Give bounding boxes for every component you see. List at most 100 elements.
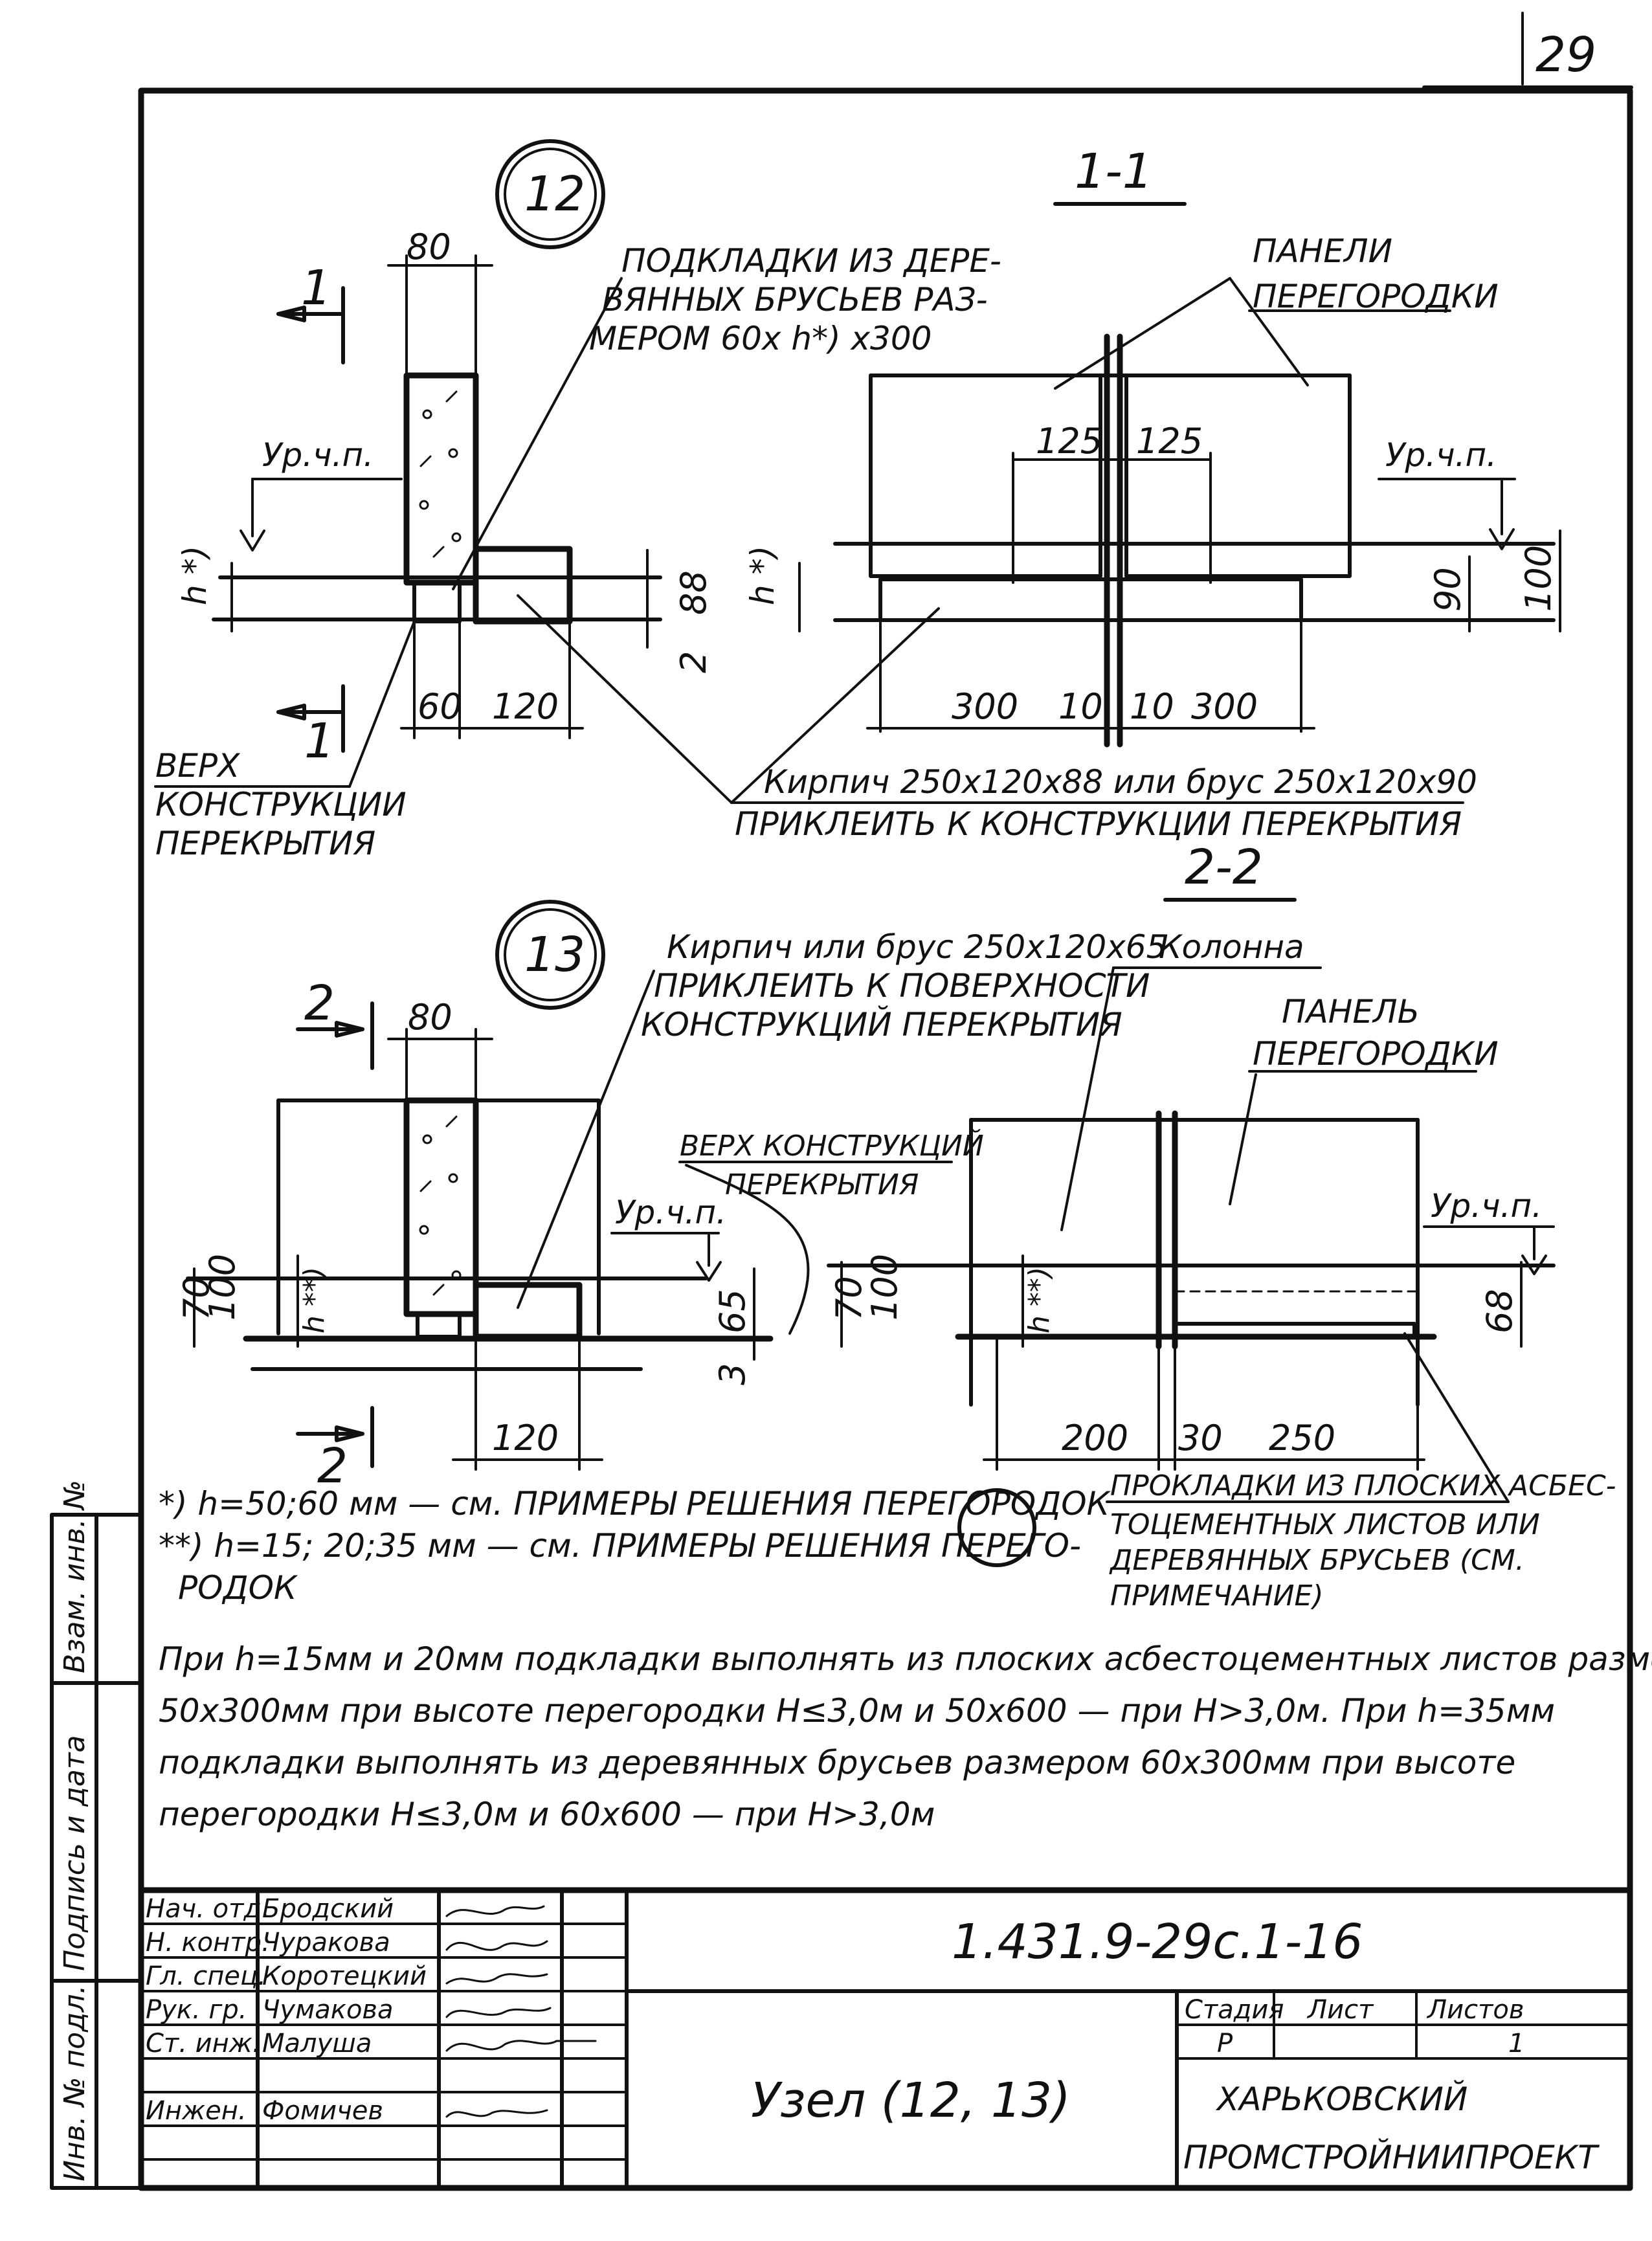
- section-1-1-dim-100: 100: [1518, 545, 1559, 612]
- tb-name-3: Коротецкий: [262, 1961, 427, 1991]
- node-13-dim-100: 100: [202, 1254, 243, 1321]
- node-13-brick: [473, 1282, 583, 1340]
- title-block: Нач. отд. Бродский Н. контр. Чуракова Гл…: [138, 1887, 1633, 2191]
- tb-name-7: Фомичев: [262, 2096, 383, 2126]
- section-2-2-dim-30: 30: [1178, 1418, 1223, 1458]
- tb-stage: Р: [1217, 2029, 1233, 2058]
- section-1-1-dim-300-left: 300: [952, 686, 1018, 727]
- tb-role-4: Рук. гр.: [146, 1995, 247, 2025]
- node-13-note-top-2: ПЕРЕКРЫТИЯ: [725, 1168, 919, 1201]
- section-1-1: 1-1 ПАНЕЛИ ПЕРЕГОРОДКИ 125 125 Ур.ч.п. h…: [744, 144, 1561, 748]
- section-2-2-column-label: Колонна: [1159, 928, 1304, 966]
- tb-org-line2: ПРОМСТРОЙНИИПРОЕКТ: [1183, 2138, 1600, 2176]
- node-12-note-pads-3: МЕРОМ 60х h*) х300: [589, 320, 932, 357]
- node-12-note-top-2: КОНСТРУКЦИИ: [155, 786, 407, 823]
- node-12-brick: [473, 546, 573, 625]
- section-2-2-dim-100: 100: [864, 1254, 905, 1321]
- node-13-section-mark-bottom: 2: [317, 1438, 348, 1494]
- section-2-2-dim-250: 250: [1269, 1418, 1335, 1458]
- footnote-1: *) h=50;60 мм — см. ПРИМЕРЫ РЕШЕНИЯ ПЕРЕ…: [159, 1485, 1111, 1522]
- tb-sheets: 1: [1508, 2029, 1524, 2058]
- section-1-1-dim-h: h *): [744, 546, 781, 605]
- margin-label-replace: Взам. инв. №: [58, 1480, 91, 1673]
- node-12-note-top-1: ВЕРХ: [155, 747, 241, 785]
- section-2-2: 2-2 Колонна ПАНЕЛЬ ПЕРЕГОРОДКИ Ур.ч.п. 7…: [827, 840, 1616, 1612]
- node-13-section-mark-top: 2: [304, 976, 335, 1031]
- margin-label-signature: Подпись и дата: [58, 1735, 91, 1971]
- section-2-2-panel-label-1: ПАНЕЛЬ: [1282, 993, 1420, 1031]
- node-13-level-label: Ур.ч.п.: [615, 1194, 726, 1231]
- section-2-2-panel-label-2: ПЕРЕГОРОДКИ: [1253, 1035, 1499, 1073]
- tb-doc-code: 1.431.9-29с.1-16: [952, 1914, 1363, 1970]
- section-1-1-dim-125-left: 125: [1036, 421, 1102, 462]
- node-13-dim-h: h **): [298, 1267, 331, 1333]
- section-2-2-dim-68: 68: [1479, 1289, 1520, 1333]
- node-13-dim-width: 80: [408, 997, 452, 1038]
- tb-role-3: Гл. спец.: [146, 1961, 266, 1991]
- section-2-2-dim-200: 200: [1062, 1418, 1128, 1458]
- node-12-panel: [403, 372, 479, 586]
- node-12-section-mark-bottom: 1: [304, 713, 335, 769]
- footnote-3: РОДОК: [178, 1569, 298, 1607]
- node-13-dim-70: 70: [176, 1276, 217, 1321]
- footnote-2: **) h=15; 20;35 мм — см. ПРИМЕРЫ РЕШЕНИЯ…: [159, 1527, 1081, 1565]
- signature-scribbles: [445, 1905, 597, 2118]
- node-12-note-brick-2: ПРИКЛЕИТЬ К КОНСТРУКЦИИ ПЕРЕКРЫТИЯ: [735, 805, 1462, 843]
- node-13-panel: [403, 1097, 479, 1317]
- node-13-wood-pad: [416, 1312, 462, 1339]
- node-12-note-pads-1: ПОДКЛАДКИ ИЗ ДЕРЕ-: [621, 242, 1001, 280]
- section-2-2-level-label: Ур.ч.п.: [1431, 1187, 1542, 1225]
- notes: *) h=50;60 мм — см. ПРИМЕРЫ РЕШЕНИЯ ПЕРЕ…: [159, 1485, 1652, 1833]
- section-1-1-level-label: Ур.ч.п.: [1385, 436, 1497, 474]
- node-12-note-top-3: ПЕРЕКРЫТИЯ: [155, 825, 375, 862]
- node-12: 12 1 1 80 Ур.ч.п.: [154, 139, 1477, 862]
- section-1-1-title: 1-1: [1075, 144, 1153, 199]
- left-margin-strip: Взам. инв. № Подпись и дата Инв. № подл.: [50, 1480, 143, 2190]
- node-13-note-top-1: ВЕРХ КОНСТРУКЦИЙ: [680, 1128, 984, 1163]
- section-1-1-panels-label-2: ПЕРЕГОРОДКИ: [1253, 278, 1499, 315]
- section-2-2-note-pads-2: ТОЦЕМЕНТНЫХ ЛИСТОВ ИЛИ: [1110, 1508, 1540, 1541]
- tb-name-4: Чумакова: [262, 1995, 394, 2025]
- tb-name-2: Чуракова: [262, 1928, 390, 1957]
- tb-name-1: Бродский: [262, 1894, 394, 1924]
- node-12-level-label: Ур.ч.п.: [262, 436, 374, 474]
- section-1-1-dim-90: 90: [1427, 567, 1468, 612]
- node-13-dim-3: 3: [712, 1363, 753, 1385]
- node-13-dim-120: 120: [492, 1418, 559, 1458]
- section-2-2-note-pads-3: ДЕРЕВЯННЫХ БРУСЬЕВ (СМ.: [1109, 1544, 1524, 1577]
- node-13-dim-65: 65: [712, 1289, 753, 1333]
- tb-role-1: Нач. отд.: [146, 1894, 270, 1924]
- node-12-dim-width: 80: [407, 227, 451, 267]
- node-13-marker: [495, 900, 605, 1010]
- node-13-note-brick-3: КОНСТРУКЦИЙ ПЕРЕКРЫТИЯ: [641, 1005, 1122, 1043]
- tb-role-5: Ст. инж.: [146, 2029, 261, 2058]
- section-2-2-title: 2-2: [1185, 840, 1263, 895]
- section-1-1-panels-label-1: ПАНЕЛИ: [1253, 232, 1392, 270]
- tb-sheet-label: Лист: [1306, 1995, 1374, 2025]
- tb-org-line1: ХАРЬКОВСКИЙ: [1215, 2080, 1468, 2118]
- node-12-dim-60: 60: [418, 686, 462, 727]
- node-12-note-pads-2: ВЯННЫХ БРУСЬЕВ РАЗ-: [602, 281, 988, 318]
- node-13-note-brick-2: ПРИКЛЕИТЬ К ПОВЕРХНОСТИ: [654, 967, 1150, 1005]
- node-12-section-mark-top: 1: [301, 260, 331, 316]
- page-number: 29: [1535, 27, 1596, 83]
- note-line-2: 50х300мм при высоте перегородки Н≤3,0м и…: [159, 1692, 1555, 1730]
- tb-role-2: Н. контр.: [146, 1928, 270, 1957]
- tb-sheets-label: Листов: [1426, 1995, 1524, 2025]
- node-12-note-brick-1: Кирпич 250х120х88 или брус 250х120х90: [764, 763, 1477, 801]
- section-1-1-dim-10-left: 10: [1058, 686, 1103, 727]
- section-1-1-dim-125-right: 125: [1136, 421, 1203, 462]
- section-2-2-dim-h: h **): [1023, 1267, 1056, 1333]
- node-12-dim-88: 88: [673, 570, 714, 615]
- margin-label-inventory: Инв. № подл.: [58, 1985, 91, 2181]
- node-13-note-brick-1: Кирпич или брус 250х120х65: [667, 928, 1166, 966]
- section-2-2-note-pads-1: ПРОКЛАДКИ ИЗ ПЛОСКИХ АСБЕС-: [1110, 1469, 1616, 1502]
- node-13-marker-label: 13: [524, 927, 585, 983]
- tb-name-5: Малуша: [262, 2029, 372, 2058]
- note-line-3: подкладки выполнять из деревянных брусье…: [159, 1744, 1515, 1781]
- section-2-2-note-pads-4: ПРИМЕЧАНИЕ): [1110, 1579, 1324, 1612]
- note-line-4: перегородки Н≤3,0м и 60х600 — при Н>3,0м: [159, 1796, 935, 1833]
- axis-bubble: [957, 1488, 1036, 1567]
- node-13: 13 2 2 80 ВЕРХ КОНСТРУКЦИЙ ПЕРЕКРЫТИЯ Ур: [176, 900, 1166, 1494]
